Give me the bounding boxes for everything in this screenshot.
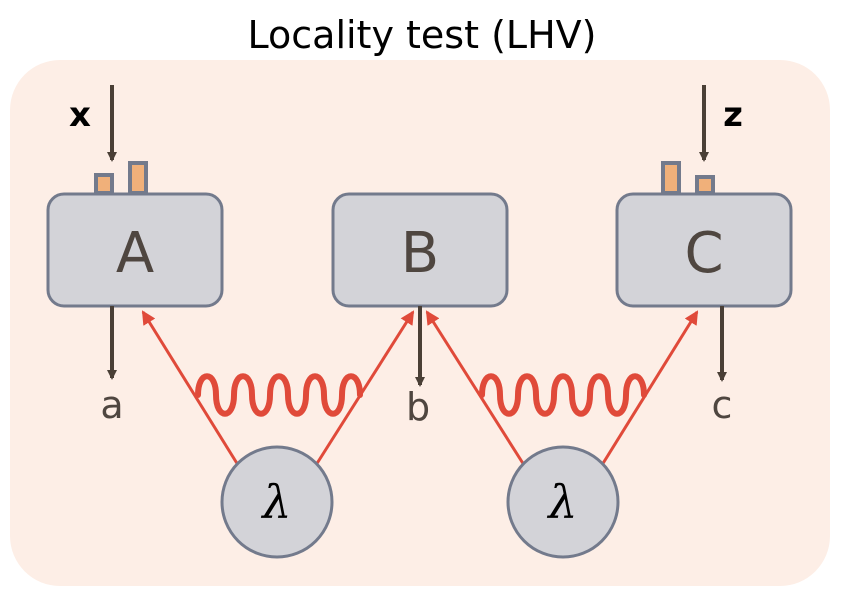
input-label-x: x xyxy=(69,95,91,135)
node-a-label: A xyxy=(116,221,154,286)
source1-to-a-arrow xyxy=(141,310,240,466)
source-1-label: λ xyxy=(260,475,291,529)
wavy-line-left xyxy=(195,373,363,417)
knob-a-left xyxy=(94,173,114,195)
node-c-box xyxy=(615,192,793,308)
source1-to-b-arrow xyxy=(314,310,415,466)
wavy-line-right xyxy=(479,373,647,417)
source-2-circle xyxy=(506,445,620,559)
source-1-circle xyxy=(220,445,334,559)
node-c-label: C xyxy=(684,221,723,286)
output-label-a: a xyxy=(100,383,123,427)
source-2-label: λ xyxy=(546,475,577,529)
source2-to-c-arrow xyxy=(600,310,699,466)
input-label-z: z xyxy=(723,95,743,135)
source2-to-b-arrow xyxy=(425,310,526,466)
knob-c-left xyxy=(661,161,681,195)
diagram-title: Locality test (LHV) xyxy=(248,13,597,57)
node-a-box xyxy=(46,192,224,308)
node-b-label: B xyxy=(401,221,439,286)
knob-a-right xyxy=(128,161,148,195)
knob-c-right xyxy=(695,175,715,195)
output-label-b: b xyxy=(406,385,430,429)
output-label-c: c xyxy=(712,383,733,427)
